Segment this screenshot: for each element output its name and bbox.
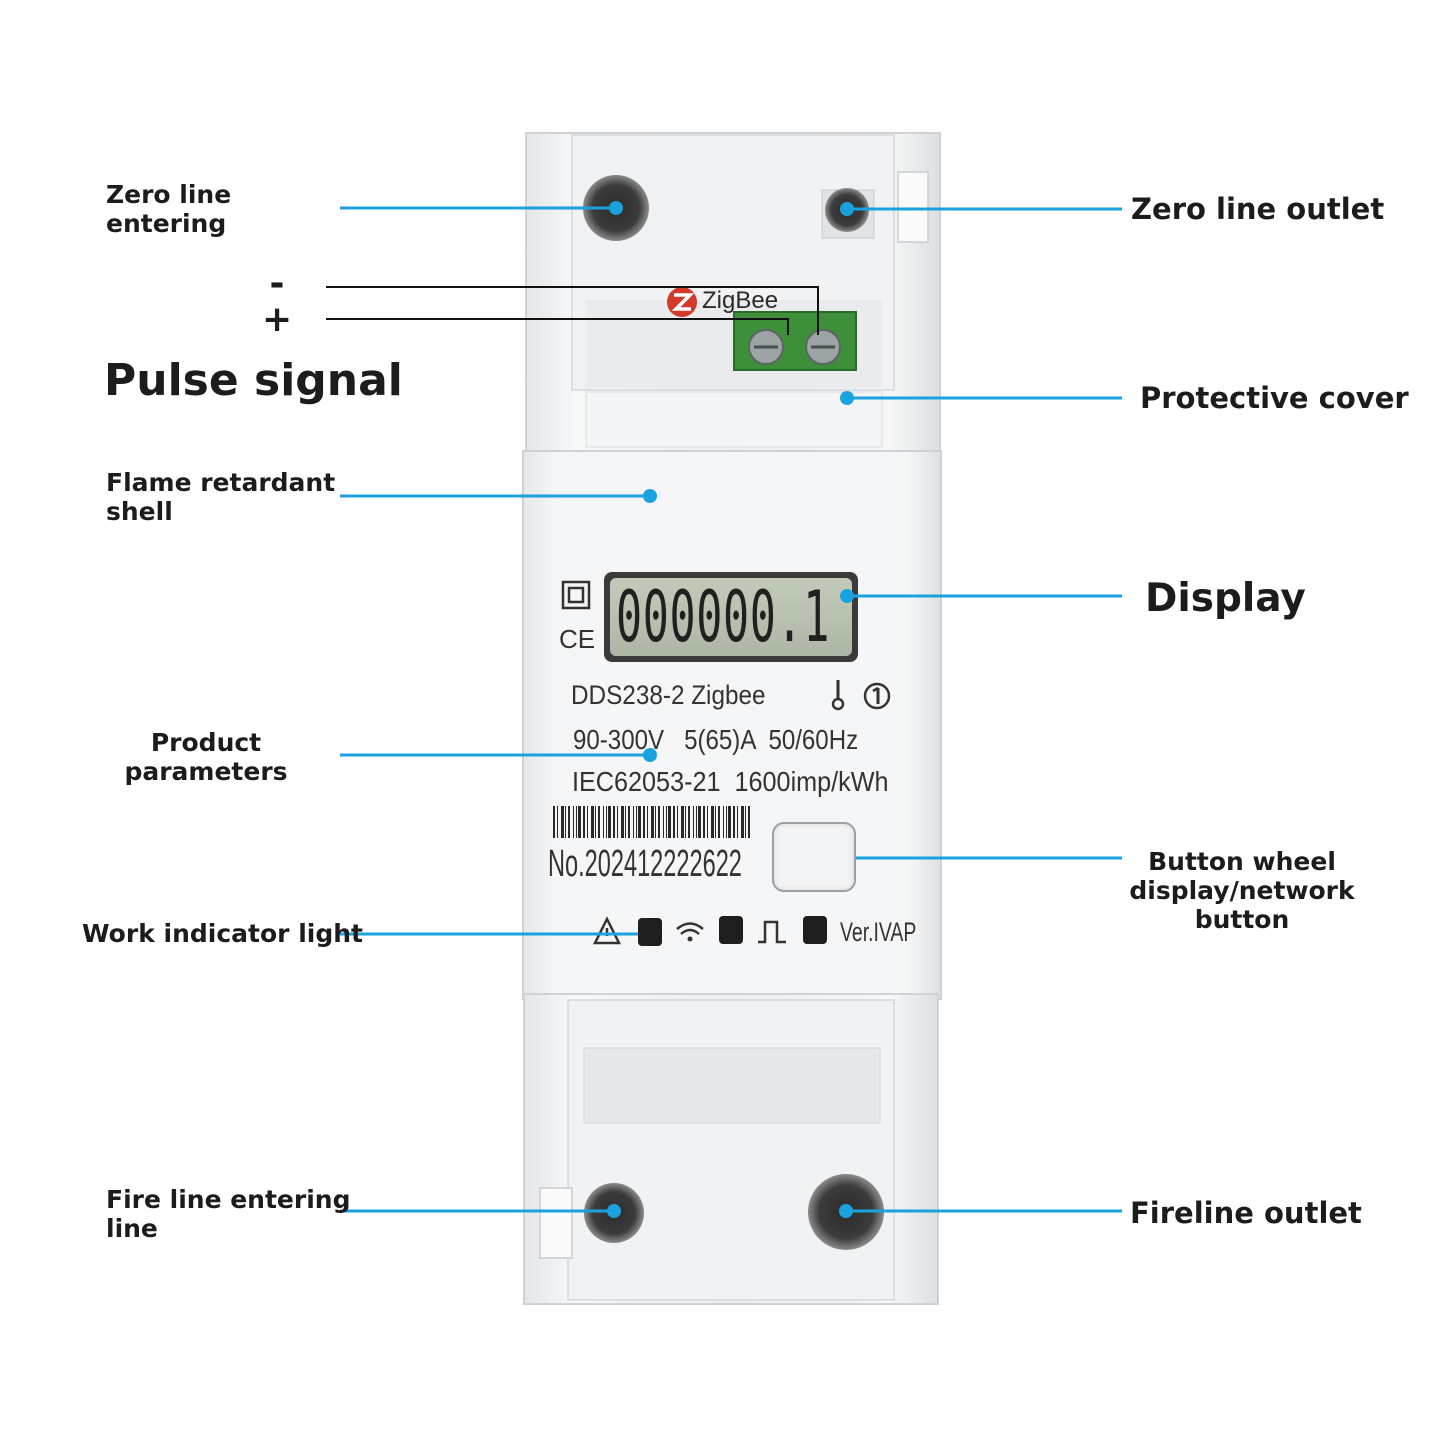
barcode-bar <box>583 806 585 838</box>
barcode-bar <box>553 806 555 838</box>
barcode-bar <box>651 806 654 838</box>
barcode-bar <box>723 806 724 838</box>
pulse-indicator-light <box>803 916 827 944</box>
barcode-bar <box>668 806 671 838</box>
barcode-bar <box>703 806 705 838</box>
label-pulse-signal: Pulse signal <box>104 355 403 406</box>
pulse-terminal-block <box>733 311 857 371</box>
barcode-bar <box>673 806 675 838</box>
pulse-minus-sign: - <box>269 263 285 304</box>
double-insulation-icon <box>561 580 591 610</box>
barcode-bar <box>557 806 558 838</box>
barcode-bar <box>565 806 566 838</box>
ce-mark: CE <box>559 624 596 654</box>
barcode-bar <box>707 806 708 838</box>
barcode-bar <box>737 806 738 838</box>
circled-one-icon <box>863 682 891 710</box>
label-fireline-outlet: Fireline outlet <box>1130 1196 1362 1230</box>
barcode-bar <box>666 806 667 838</box>
thermometer-icon <box>831 680 845 711</box>
label-button-wheel: Button wheel display/network button <box>1129 847 1355 934</box>
barcode-bar <box>745 806 746 838</box>
barcode-bar <box>576 806 577 838</box>
label-zero-line-outlet: Zero line outlet <box>1131 192 1385 226</box>
label-flame-retardant-shell: Flame retardant shell <box>106 468 336 526</box>
serial-number: No.202412222622 <box>548 843 742 885</box>
barcode-bar <box>733 806 735 838</box>
callout-lines <box>340 201 1122 1218</box>
barcode-bar <box>633 806 634 838</box>
zigbee-brand-text: ZigBee <box>702 287 779 314</box>
barcode-bar <box>711 806 714 838</box>
barcode-bar <box>561 806 564 838</box>
barcode-bar <box>696 806 697 838</box>
standard-text: IEC62053-21 1600imp/kWh <box>572 766 889 797</box>
barcode-bar <box>621 806 624 838</box>
label-zero-line-entering: Zero line entering <box>106 180 232 238</box>
rating-text: 90-300V 5(65)A 50/60Hz <box>573 724 859 755</box>
barcode-bar <box>688 806 690 838</box>
barcode-bar <box>606 806 607 838</box>
barcode-bar <box>718 806 720 838</box>
model-text: DDS238-2 Zigbee <box>571 680 766 710</box>
barcode-bar <box>748 806 750 838</box>
barcode-bar <box>685 806 686 838</box>
flame-retardant-shell <box>522 450 942 1000</box>
barcode <box>553 806 750 838</box>
barcode-bar <box>663 806 664 838</box>
barcode-bar <box>598 806 600 838</box>
barcode-bar <box>568 806 570 838</box>
version-text: Ver.IVAP <box>840 917 917 947</box>
label-work-indicator-light: Work indicator light <box>82 919 363 948</box>
barcode-bar <box>658 806 660 838</box>
barcode-bar <box>647 806 648 838</box>
bottom-cover <box>523 993 939 1305</box>
barcode-bar <box>715 806 716 838</box>
label-fire-line-entering: Fire line entering line <box>106 1185 351 1243</box>
barcode-bar <box>681 806 684 838</box>
barcode-bar <box>591 806 594 838</box>
barcode-bar <box>617 806 618 838</box>
barcode-bar <box>587 806 588 838</box>
label-product-parameters: Product parameters <box>124 728 288 786</box>
barcode-bar <box>613 806 615 838</box>
barcode-bar <box>638 806 641 838</box>
barcode-bar <box>677 806 678 838</box>
barcode-bar <box>628 806 630 838</box>
barcode-bar <box>625 806 626 838</box>
lcd-display <box>604 572 858 662</box>
barcode-bar <box>655 806 656 838</box>
lcd-reading: 000000.1 <box>616 576 830 658</box>
barcode-bar <box>636 806 637 838</box>
barcode-bar <box>595 806 596 838</box>
pulse-icon <box>758 920 786 944</box>
network-indicator-light <box>719 916 743 944</box>
barcode-bar <box>693 806 694 838</box>
label-protective-cover: Protective cover <box>1140 381 1409 415</box>
barcode-bar <box>728 806 731 838</box>
barcode-bar <box>643 806 645 838</box>
barcode-bar <box>698 806 701 838</box>
wifi-icon <box>676 922 704 942</box>
display-network-button[interactable] <box>772 822 856 892</box>
label-display: Display <box>1145 576 1306 621</box>
alarm-indicator-light <box>638 918 662 946</box>
barcode-bar <box>608 806 611 838</box>
barcode-bar <box>741 806 744 838</box>
pulse-plus-sign: + <box>262 299 293 340</box>
barcode-bar <box>578 806 581 838</box>
pulse-signal-wires <box>326 286 819 335</box>
barcode-bar <box>726 806 727 838</box>
barcode-bar <box>603 806 604 838</box>
barcode-bar <box>573 806 574 838</box>
